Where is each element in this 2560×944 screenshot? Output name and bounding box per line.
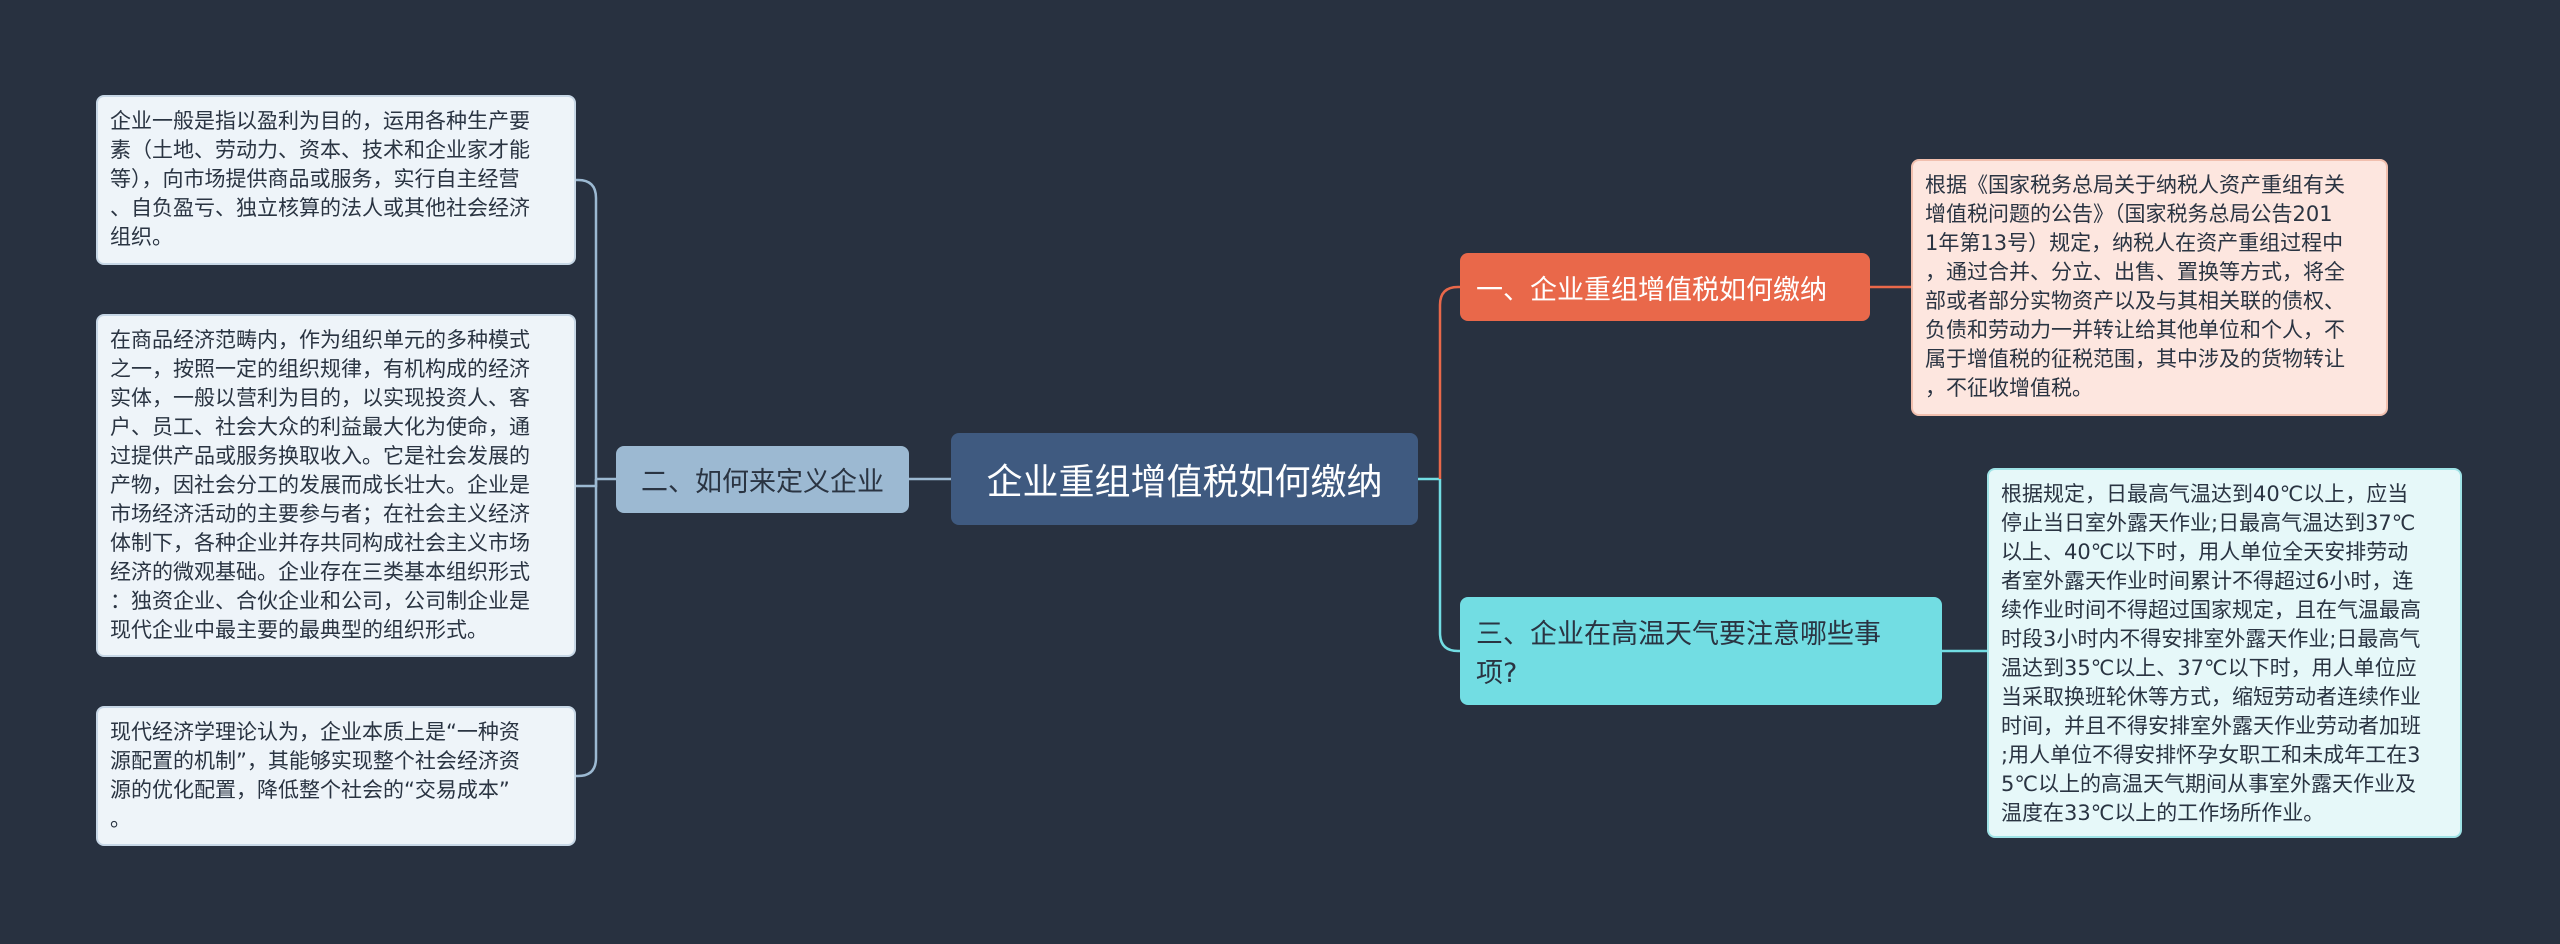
branch-1-detail[interactable]: 根据《国家税务总局关于纳税人资产重组有关 增值税问题的公告》（国家税务总局公告2… [1911,159,2388,416]
connector-branch-1 [1438,285,1460,479]
branch-topic-3[interactable]: 三、企业在高温天气要注意哪些事 项? [1460,597,1942,705]
connector-leaf-a [576,178,598,479]
connector-leaf-c [576,479,598,778]
branch-topic-1[interactable]: 一、企业重组增值税如何缴纳 [1460,253,1870,321]
branch-2-detail-1[interactable]: 企业一般是指以盈利为目的，运用各种生产要 素（土地、劳动力、资本、技术和企业家才… [96,95,576,265]
root-topic[interactable]: 企业重组增值税如何缴纳 [951,433,1418,525]
branch-2-detail-2[interactable]: 在商品经济范畴内，作为组织单元的多种模式 之一，按照一定的组织规律，有机构成的经… [96,314,576,657]
connector-leaf-b [576,479,598,488]
branch-2-detail-3[interactable]: 现代经济学理论认为，企业本质上是“一种资 源配置的机制”，其能够实现整个社会经济… [96,706,576,846]
branch-topic-2[interactable]: 二、如何来定义企业 [616,446,909,513]
connector-branch-3 [1438,479,1460,653]
branch-3-detail[interactable]: 根据规定，日最高气温达到40℃以上，应当 停止当日室外露天作业;日最高气温达到3… [1987,468,2462,838]
